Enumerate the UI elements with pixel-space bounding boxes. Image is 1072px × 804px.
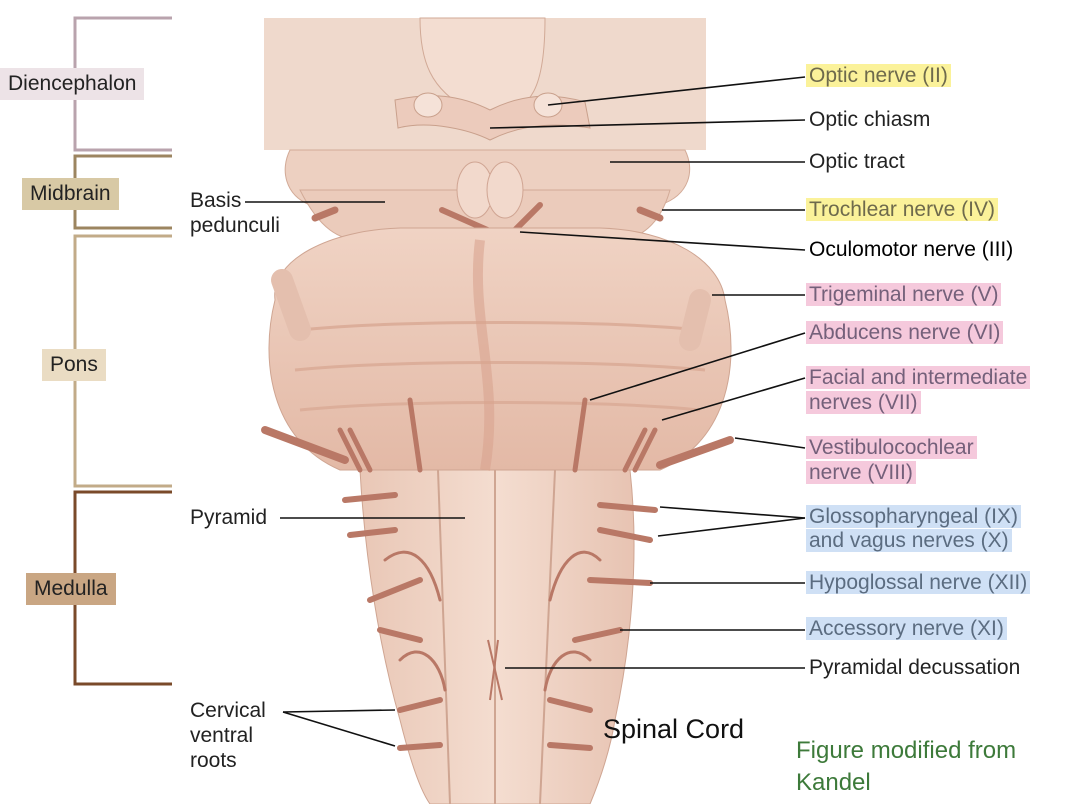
region-label-pons: Pons	[42, 349, 106, 381]
label-cervical-line3: roots	[190, 749, 237, 772]
nerve-roots	[261, 397, 734, 751]
region-label-medulla: Medulla	[26, 573, 116, 605]
label-spinal-cord: Spinal Cord	[603, 714, 745, 744]
highlight-trigeminal: Trigeminal nerve (V)	[806, 283, 1002, 306]
highlight-trochlear: Trochlear nerve (IV)	[806, 198, 998, 221]
label-glosso-line1: Glossopharyngeal (IX)	[806, 505, 1021, 529]
label-facial-line1: Facial and intermediate	[806, 366, 1031, 390]
label-pyramid: Pyramid	[190, 506, 268, 529]
label-cervical-line2: ventral	[190, 724, 254, 747]
highlight-glosso-line2: and vagus nerves (X)	[806, 529, 1012, 552]
highlight-optic-nerve: Optic nerve (II)	[806, 64, 951, 87]
highlight-vestibulo-line2: nerve (VIII)	[806, 461, 916, 484]
highlight-accessory: Accessory nerve (XI)	[806, 617, 1007, 640]
pons-shape	[268, 227, 732, 471]
label-trochlear: Trochlear nerve (IV)	[806, 198, 998, 222]
label-glosso-line2: and vagus nerves (X)	[806, 529, 1012, 553]
medulla-shape	[359, 469, 635, 804]
label-vestibulo-line1: Vestibulocochlear	[806, 436, 977, 460]
label-pyramidal-decussation: Pyramidal decussation	[809, 656, 1021, 679]
label-abducens: Abducens nerve (VI)	[806, 321, 1004, 345]
optic-structures	[394, 17, 591, 141]
highlight-glosso-line1: Glossopharyngeal (IX)	[806, 505, 1021, 528]
label-basis-line1: Basis	[190, 189, 242, 212]
label-basis-line2: pedunculi	[190, 214, 280, 237]
label-facial-line2: nerves (VII)	[806, 391, 921, 415]
leader-lines	[245, 76, 806, 747]
label-hypoglossal: Hypoglossal nerve (XII)	[806, 571, 1031, 595]
label-vestibulo-line2: nerve (VIII)	[806, 461, 916, 485]
midbrain-shape	[284, 149, 691, 243]
label-accessory: Accessory nerve (XI)	[806, 617, 1007, 641]
region-label-midbrain: Midbrain	[22, 178, 119, 210]
label-oculomotor: Oculomotor nerve (III)	[809, 238, 1014, 261]
highlight-hypoglossal: Hypoglossal nerve (XII)	[806, 571, 1031, 594]
figure-credit-line2: Kandel	[796, 769, 871, 796]
highlight-vestibulo-line1: Vestibulocochlear	[806, 436, 977, 459]
highlight-facial-line2: nerves (VII)	[806, 391, 921, 414]
highlight-abducens: Abducens nerve (VI)	[806, 321, 1004, 344]
region-label-diencephalon: Diencephalon	[0, 68, 145, 100]
figure-credit-line1: Figure modified from	[796, 737, 1017, 764]
label-trigeminal: Trigeminal nerve (V)	[806, 283, 1002, 307]
label-optic-chiasm: Optic chiasm	[809, 108, 931, 131]
label-optic-tract: Optic tract	[809, 150, 905, 173]
label-cervical-line1: Cervical	[190, 699, 266, 722]
highlight-facial-line1: Facial and intermediate	[806, 366, 1031, 389]
label-optic-nerve: Optic nerve (II)	[806, 64, 951, 88]
